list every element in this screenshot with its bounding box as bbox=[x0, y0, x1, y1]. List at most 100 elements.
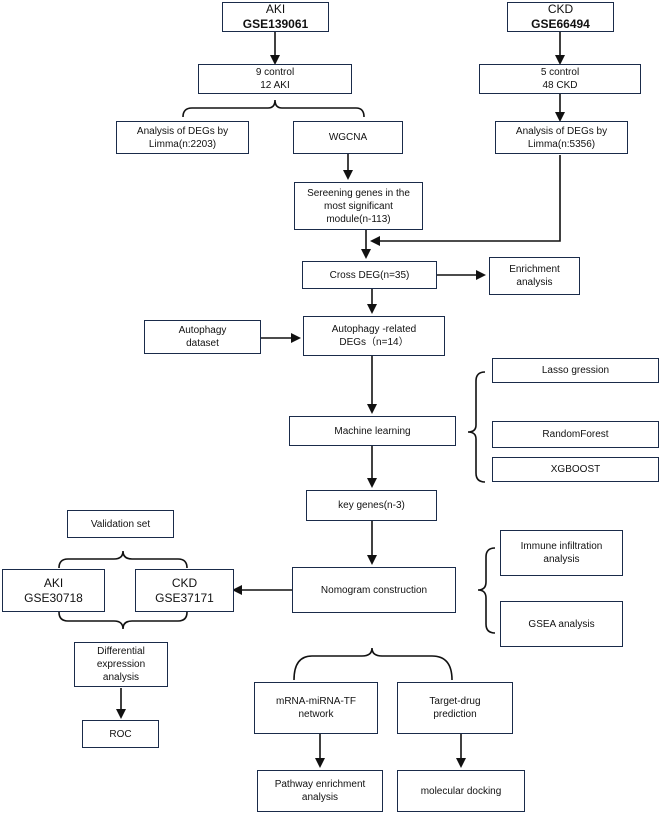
ckd-samples-line-2: 48 CKD bbox=[542, 80, 578, 91]
cross-deg-label: Cross DEG(n=35) bbox=[330, 269, 410, 282]
differential-box: Differential expression analysis bbox=[74, 642, 168, 687]
immune-line-2: analysis bbox=[543, 554, 580, 565]
xgboost-box: XGBOOST bbox=[492, 457, 659, 482]
enrichment-label: Enrichment analysis bbox=[509, 263, 560, 289]
screening-line-2: most significant bbox=[324, 200, 393, 212]
aki-validation-line-1: AKI bbox=[43, 575, 64, 590]
screening-line-1: Sereening genes in the bbox=[307, 187, 410, 199]
nomogram-box: Nomogram construction bbox=[292, 567, 456, 613]
ckd-dataset-line-1: CKD bbox=[547, 2, 574, 16]
xgboost-line-1: XGBOOST bbox=[550, 464, 601, 475]
autophagy-dataset-label: Autophagy dataset bbox=[179, 324, 227, 350]
aki-validation-line-2: GSE30718 bbox=[24, 590, 83, 605]
autophagy-dataset-line-1: Autophagy bbox=[178, 325, 227, 336]
randomforest-label: RandomForest bbox=[542, 428, 608, 441]
ckd-degs-line-1: Analysis of DEGs by bbox=[515, 125, 608, 137]
edge-ckd-degs-to-cross bbox=[370, 155, 561, 246]
validation-set-box: Validation set bbox=[67, 510, 174, 538]
pathway-line-1: Pathway enrichment bbox=[274, 779, 366, 790]
gsea-line-1: GSEA analysis bbox=[528, 618, 595, 630]
validation-set-label: Validation set bbox=[91, 518, 150, 531]
ckd-validation-line-1: CKD bbox=[171, 575, 198, 590]
differential-line-1: Differential bbox=[97, 646, 145, 657]
enrichment-line-1: Enrichment bbox=[509, 264, 560, 275]
roc-label: ROC bbox=[109, 728, 131, 741]
screening-line-3: module(n-113) bbox=[326, 213, 391, 225]
validation-bottom-brace bbox=[58, 611, 188, 630]
target-drug-label: Target-drug prediction bbox=[429, 695, 480, 721]
ckd-dataset-line-2: GSE66494 bbox=[531, 17, 590, 31]
wgcna-box: WGCNA bbox=[293, 121, 403, 154]
network-box: mRNA-miRNA-TF network bbox=[254, 682, 378, 734]
lasso-line-1: Lasso gression bbox=[541, 365, 610, 376]
aki-samples-line-1: 9 control bbox=[255, 67, 295, 78]
differential-line-3: analysis bbox=[102, 672, 140, 683]
key-genes-box: key genes(n-3) bbox=[306, 490, 437, 521]
nomogram-label: Nomogram construction bbox=[321, 584, 427, 597]
wgcna-label: WGCNA bbox=[329, 131, 367, 144]
lasso-label: Lasso gression bbox=[542, 364, 609, 377]
machine-learning-box: Machine learning bbox=[289, 416, 456, 446]
docking-label: molecular docking bbox=[421, 785, 502, 798]
aki-degs-line-2: Limma(n:2203) bbox=[148, 138, 217, 150]
immune-box: Immune infiltration analysis bbox=[500, 530, 623, 576]
ckd-validation-line-2: GSE37171 bbox=[155, 590, 214, 605]
validation-brace bbox=[58, 550, 188, 569]
autophagy-degs-line-1: Autophagy -related bbox=[331, 324, 417, 335]
enrichment-box: Enrichment analysis bbox=[489, 257, 580, 295]
aki-dataset-line-2: GSE139061 bbox=[242, 17, 309, 31]
cross-deg-box: Cross DEG(n=35) bbox=[302, 261, 437, 289]
ckd-samples-line-1: 5 control bbox=[540, 67, 580, 78]
target-drug-line-1: Target-drug bbox=[429, 696, 481, 707]
ml-methods-brace bbox=[467, 371, 486, 483]
aki-samples-brace bbox=[182, 99, 365, 118]
target-drug-line-2: prediction bbox=[433, 709, 477, 720]
pathway-line-2: analysis bbox=[301, 792, 339, 803]
differential-line-2: expression bbox=[96, 659, 146, 670]
key-genes-line-1: key genes(n-3) bbox=[338, 500, 405, 511]
network-line-1: mRNA-miRNA-TF bbox=[276, 696, 356, 707]
ckd-samples-box: 5 control 48 CKD bbox=[479, 64, 641, 94]
nomogram-brace bbox=[477, 547, 496, 634]
roc-line-1: ROC bbox=[109, 728, 132, 740]
autophagy-dataset-line-2: dataset bbox=[186, 338, 219, 349]
xgboost-label: XGBOOST bbox=[551, 463, 600, 476]
autophagy-dataset-box: Autophagy dataset bbox=[144, 320, 261, 354]
machine-learning-line-1: Machine learning bbox=[334, 425, 411, 437]
docking-line-1: molecular docking bbox=[420, 785, 502, 797]
randomforest-line-1: RandomForest bbox=[542, 429, 609, 440]
nomogram-bottom-brace bbox=[293, 647, 453, 681]
gsea-label: GSEA analysis bbox=[528, 618, 594, 631]
network-line-2: network bbox=[298, 709, 334, 720]
aki-degs-line-1: Analysis of DEGs by bbox=[136, 125, 229, 137]
nomogram-line-1: Nomogram construction bbox=[320, 584, 428, 596]
immune-label: Immune infiltration analysis bbox=[521, 540, 603, 566]
roc-box: ROC bbox=[82, 720, 159, 748]
pathway-label: Pathway enrichment analysis bbox=[275, 778, 366, 804]
ckd-samples-label: 5 control 48 CKD bbox=[541, 66, 579, 92]
immune-line-1: Immune infiltration bbox=[520, 541, 603, 552]
gsea-box: GSEA analysis bbox=[500, 601, 623, 647]
cross-deg-line-1: Cross DEG(n=35) bbox=[329, 269, 410, 281]
wgcna-line-1: WGCNA bbox=[328, 132, 368, 143]
docking-box: molecular docking bbox=[397, 770, 525, 812]
enrichment-line-2: analysis bbox=[516, 277, 553, 288]
target-drug-box: Target-drug prediction bbox=[397, 682, 513, 734]
pathway-box: Pathway enrichment analysis bbox=[257, 770, 383, 812]
